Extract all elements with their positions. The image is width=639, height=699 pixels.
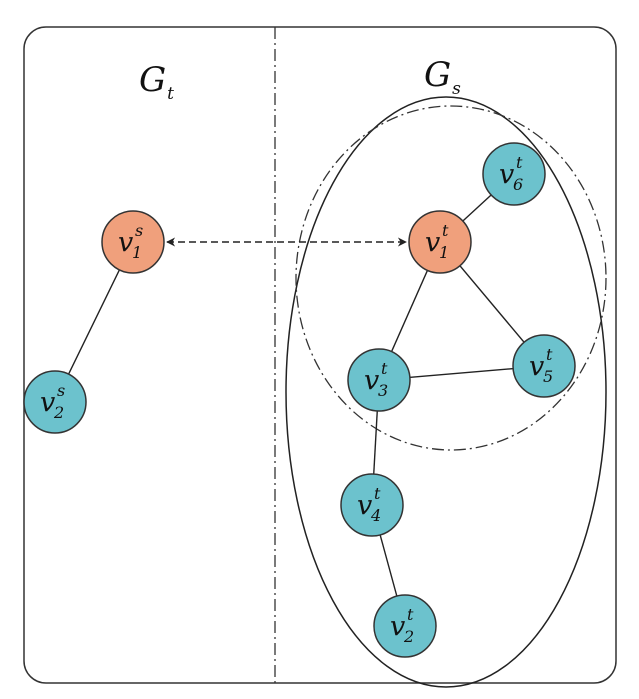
node-label-vt6: v	[499, 159, 514, 190]
node-label-vt4: v	[357, 490, 372, 521]
graph-boundary-ellipse	[285, 96, 607, 688]
node-circle-vt1	[408, 210, 472, 274]
node-label-vt5: v	[529, 351, 544, 382]
left-graph-label: Gt	[139, 60, 174, 104]
node-circle-vs2	[23, 370, 87, 434]
node-label-vs1: v	[118, 227, 133, 258]
node-label-vs2: v	[40, 387, 55, 418]
node-superscript-vt4: t	[374, 484, 381, 503]
node-superscript-vt3: t	[381, 359, 388, 378]
node-label-vt2: v	[390, 611, 405, 642]
node-superscript-vt6: t	[516, 153, 523, 172]
node-superscript-vs2: s	[57, 381, 65, 400]
node-subscript-vt6: 6	[513, 175, 523, 194]
node-subscript-vt1: 1	[439, 243, 449, 262]
neighborhood-circle	[295, 105, 607, 451]
node-subscript-vt3: 3	[378, 381, 388, 400]
node-superscript-vt2: t	[407, 605, 414, 624]
outer-frame	[23, 26, 617, 684]
node-superscript-vt1: t	[442, 221, 449, 240]
node-circle-vt6	[482, 142, 546, 206]
node-subscript-vt5: 5	[543, 367, 553, 386]
right-graph-label: Gs	[424, 55, 461, 99]
node-circle-vs1	[101, 210, 165, 274]
node-circle-vt5	[512, 334, 576, 398]
node-superscript-vs1: s	[135, 221, 143, 240]
node-label-vt1: v	[425, 227, 440, 258]
node-label-vt3: v	[364, 365, 379, 396]
node-circle-vt2	[373, 594, 437, 658]
node-subscript-vs2: 2	[53, 403, 64, 422]
node-superscript-vt5: t	[546, 345, 553, 364]
node-circle-vt4	[340, 473, 404, 537]
node-subscript-vt4: 4	[370, 506, 381, 525]
node-subscript-vt2: 2	[403, 627, 414, 646]
node-circle-vt3	[347, 348, 411, 412]
node-subscript-vs1: 1	[132, 243, 142, 262]
